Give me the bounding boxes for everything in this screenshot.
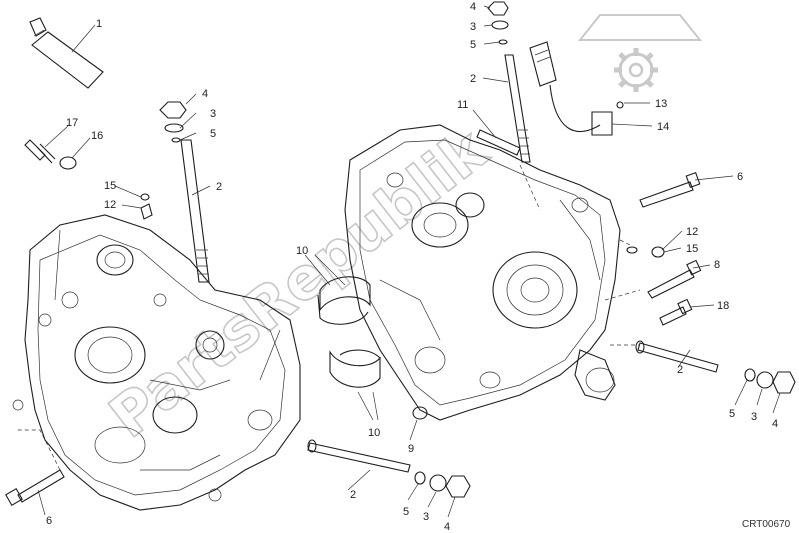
callout-12: 12 — [686, 226, 698, 238]
callout-labels: 1 2 2 2 2 3 3 3 3 4 4 4 4 5 5 5 5 6 6 8 … — [46, 1, 778, 533]
bolt-6-left — [5, 469, 65, 506]
callout-4: 4 — [444, 521, 450, 533]
long-stud-left — [159, 101, 210, 283]
long-stud-top — [487, 1, 531, 163]
callout-5: 5 — [729, 408, 735, 420]
main-bearings — [317, 276, 381, 388]
callout-15: 15 — [686, 243, 698, 255]
callout-4: 4 — [470, 1, 476, 13]
callout-12: 12 — [104, 199, 116, 211]
callout-5: 5 — [403, 506, 409, 518]
callout-18: 18 — [717, 300, 729, 312]
bolt-11 — [476, 129, 521, 156]
callout-10: 10 — [296, 245, 308, 257]
leader-lines — [37, 5, 781, 518]
callout-8: 8 — [714, 259, 720, 271]
callout-5: 5 — [470, 39, 476, 51]
callout-4: 4 — [772, 418, 778, 430]
bolts-right — [635, 171, 796, 394]
callout-3: 3 — [210, 108, 216, 120]
gear-watermark-icon — [577, 14, 703, 92]
callout-3: 3 — [470, 21, 476, 33]
sealant-tube — [29, 17, 104, 89]
callout-4: 4 — [202, 88, 208, 100]
callout-3: 3 — [423, 511, 429, 523]
callout-3: 3 — [751, 411, 757, 423]
watermark: PartsRepublik — [96, 14, 703, 452]
callout-13: 13 — [655, 98, 667, 110]
callout-2: 2 — [677, 364, 683, 376]
watermark-text: PartsRepublik — [97, 115, 501, 451]
callout-16: 16 — [91, 130, 103, 142]
callout-14: 14 — [657, 121, 669, 133]
callout-6: 6 — [737, 171, 743, 183]
callout-10: 10 — [368, 427, 380, 439]
assembly-guides — [15, 164, 641, 471]
callout-17: 17 — [66, 117, 78, 129]
small-parts — [24, 139, 665, 420]
right-crankcase-half — [344, 124, 621, 421]
callout-6: 6 — [46, 515, 52, 527]
callout-5: 5 — [210, 128, 216, 140]
callout-2: 2 — [470, 73, 476, 85]
callout-15: 15 — [104, 180, 116, 192]
callout-1: 1 — [96, 18, 102, 30]
temperature-sensor — [529, 41, 624, 136]
callout-2: 2 — [350, 489, 356, 501]
callout-2: 2 — [216, 181, 222, 193]
diagram-code: CRT00670 — [742, 519, 791, 530]
callout-9: 9 — [408, 443, 414, 455]
left-crankcase-half — [12, 214, 301, 511]
stud-bottom — [307, 439, 471, 498]
callout-11: 11 — [457, 99, 468, 111]
